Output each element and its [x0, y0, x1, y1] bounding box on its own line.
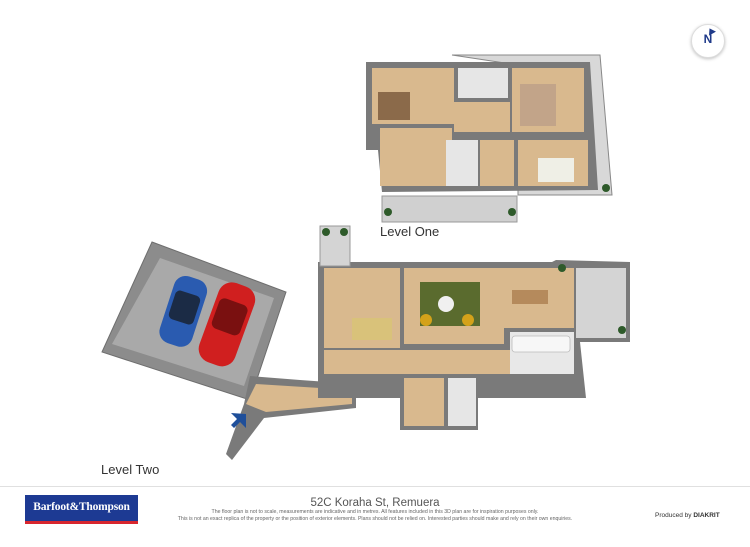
coffee-table	[438, 296, 454, 312]
plant	[322, 228, 330, 236]
bed-left	[378, 92, 410, 120]
dining-table	[512, 290, 548, 304]
entry-arrow-icon	[231, 413, 246, 428]
producer-prefix: Produced by	[655, 512, 692, 519]
bathroom	[446, 140, 478, 186]
armchair	[420, 314, 432, 326]
producer-name: DIAKRIT	[693, 512, 720, 519]
plant	[618, 326, 626, 334]
level-one-deck	[381, 195, 518, 223]
producer-credit: Produced by DIAKRIT	[655, 512, 720, 519]
level-two-label: Level Two	[101, 462, 160, 477]
north-compass-icon: N	[691, 24, 725, 58]
level-two-plan	[101, 225, 630, 460]
kitchen-island	[511, 335, 571, 353]
level-one-plan	[366, 54, 613, 223]
entry-rug	[352, 318, 392, 340]
red-car	[198, 282, 256, 367]
powder-room	[448, 378, 476, 426]
disclaimer-line-1: The floor plan is not to scale, measurem…	[211, 509, 539, 515]
corridor	[454, 102, 510, 132]
ensuite	[458, 68, 508, 98]
plant	[508, 208, 516, 216]
bed-master	[520, 84, 556, 126]
property-address: 52C Koraha St, Remuera	[310, 497, 440, 509]
plant	[340, 228, 348, 236]
side-deck	[576, 268, 626, 338]
level-one-label: Level One	[380, 224, 440, 239]
disclaimer-line-2: This is not an exact replica of the prop…	[177, 516, 573, 522]
study	[480, 140, 514, 186]
bed-right	[538, 158, 574, 182]
compass-letter: N	[703, 32, 713, 46]
hallway	[380, 128, 452, 186]
brand-logo: Barfoot&Thompson	[25, 495, 138, 524]
footer-divider	[0, 486, 750, 487]
plant	[384, 208, 392, 216]
armchair	[462, 314, 474, 326]
blue-car	[159, 275, 208, 347]
plant	[602, 184, 610, 192]
laundry	[404, 378, 444, 426]
plant	[558, 264, 566, 272]
